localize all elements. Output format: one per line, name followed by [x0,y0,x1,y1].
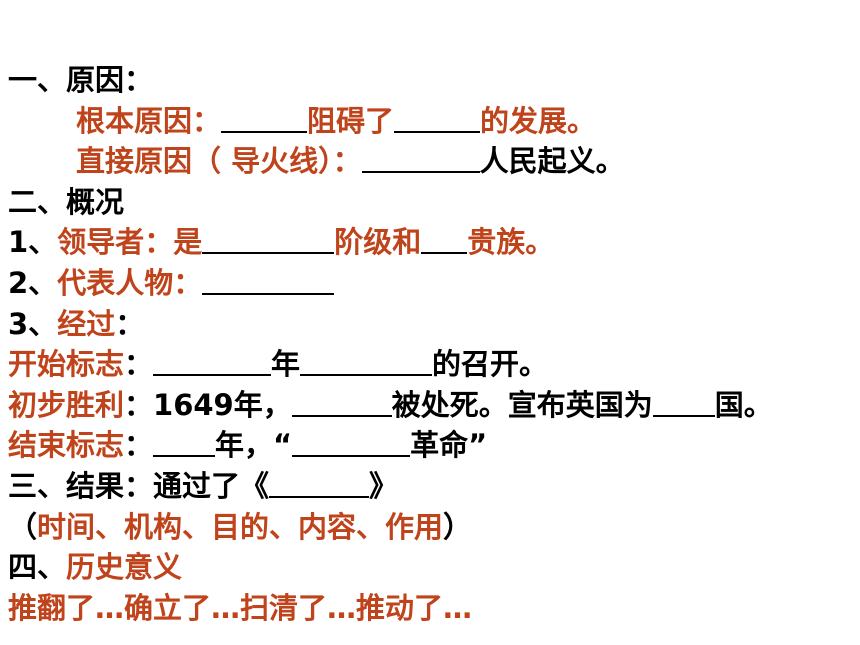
initial-victory-line: 初步胜利：1649年， 被处死。宣布英国为 国。 [8,385,856,426]
result-end: 》 [369,468,399,503]
fill-blank[interactable] [291,389,392,417]
fill-blank[interactable] [202,226,335,255]
direct-cause-line: 直接原因（ 导火线）： 人民起义。 [8,141,856,182]
leader-line: 1、领导者：是 阶级和 贵族。 [8,222,856,263]
heading-significance-text: 历史意义 [66,550,183,585]
leader-number: 1、 [8,225,58,260]
leader-end: 贵族。 [467,225,555,260]
direct-cause-label: 直接原因（ 导火线）： [76,144,362,179]
end-sign-end: 革命” [410,428,488,463]
initial-victory-mid: 被处死。宣布英国为 [391,387,653,422]
fill-blank[interactable] [652,389,715,417]
start-sign-label: 开始标志 [8,347,125,382]
heading-causes: 一、原因： [8,60,856,101]
root-cause-line: 根本原因： 阻碍了 的发展。 [8,101,856,142]
fill-blank[interactable] [394,105,481,133]
initial-victory-end: 国。 [714,387,773,422]
end-sign-colon: ： [124,428,154,463]
result-note-open: （ [8,509,38,544]
heading-significance-number: 四、 [8,550,67,585]
result-note-text: 时间、机构、目的、内容、作用 [37,509,444,544]
start-sign-colon: ： [124,347,154,382]
significance-line: 推翻了…确立了…扫清了…推动了… [8,588,856,629]
result-note-line: （时间、机构、目的、内容、作用） [8,507,856,548]
result-label: 三、结果：通过了《 [8,468,270,503]
fill-blank[interactable] [421,226,468,255]
leader-label: 领导者：是 [57,225,203,260]
fill-blank[interactable] [153,429,216,458]
significance-text: 推翻了…确立了…扫清了…推动了… [8,590,473,625]
heading-significance: 四、历史意义 [8,547,856,588]
outline-document: 一、原因： 根本原因： 阻碍了 的发展。 直接原因（ 导火线）： 人民起义。 二、概况… [8,60,856,628]
result-line: 三、结果：通过了《 》 [8,466,856,507]
leader-mid: 阶级和 [334,225,422,260]
fill-blank[interactable] [292,429,411,458]
end-sign-year: 年，“ [215,428,293,463]
end-sign-label: 结束标志 [8,428,125,463]
fill-blank[interactable] [300,348,433,377]
heading-overview-text: 二、概况 [8,184,125,219]
root-cause-mid: 阻碍了 [307,103,395,138]
representative-line: 2、代表人物： [8,263,856,304]
process-number: 3、 [8,306,58,341]
process-line: 3、经过： [8,304,856,345]
initial-victory-year: ：1649年， [124,387,292,422]
end-sign-line: 结束标志： 年，“ 革命” [8,425,856,466]
heading-overview: 二、概况 [8,182,856,223]
fill-blank[interactable] [269,470,370,498]
initial-victory-label: 初步胜利 [8,387,125,422]
representative-number: 2、 [8,265,58,300]
fill-blank[interactable] [221,105,308,133]
fill-blank[interactable] [153,348,272,377]
fill-blank[interactable] [202,267,335,295]
start-sign-end: 的召开。 [432,347,549,382]
process-colon: ： [115,306,145,341]
representative-label: 代表人物： [57,265,203,300]
direct-cause-end: 人民起义。 [479,144,625,179]
root-cause-end: 的发展。 [480,103,597,138]
heading-causes-text: 一、原因： [8,63,154,97]
result-note-close: ） [443,509,473,544]
start-sign-line: 开始标志： 年 的召开。 [8,344,856,385]
process-label: 经过 [57,306,116,341]
start-sign-year: 年 [271,347,301,382]
root-cause-label: 根本原因： [76,103,222,138]
fill-blank[interactable] [361,145,480,174]
